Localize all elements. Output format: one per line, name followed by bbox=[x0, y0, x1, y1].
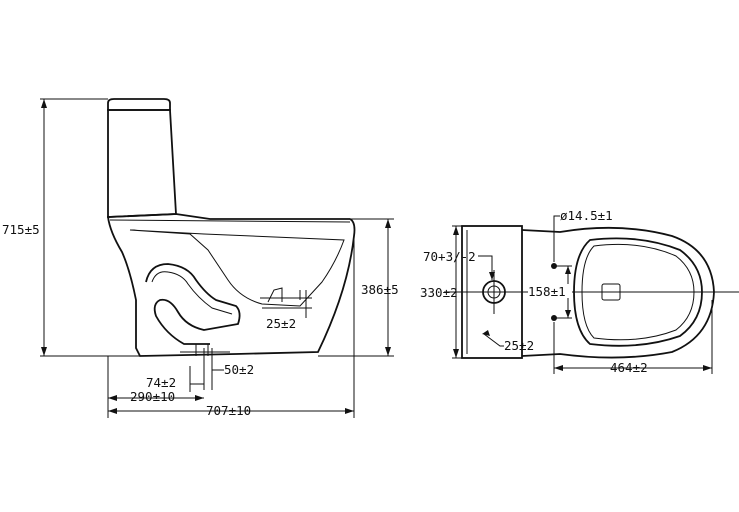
bolt-spacing-label: 158±1 bbox=[528, 284, 566, 299]
side-view: 715±5 386±5 25±2 50±2 74±2 290±10 7 bbox=[2, 98, 399, 418]
tank-outline bbox=[107, 98, 171, 111]
fitting-leader bbox=[483, 333, 504, 347]
fitting-label: 25±2 bbox=[504, 338, 534, 353]
rough-in-label: 290±10 bbox=[130, 389, 175, 404]
length-arrow-right bbox=[345, 408, 354, 414]
height-arrow-bottom bbox=[41, 347, 47, 356]
tank-hole-arrow bbox=[489, 272, 495, 280]
rim-arrow-top bbox=[385, 219, 391, 228]
rim-line bbox=[109, 219, 351, 223]
bowl-outline bbox=[106, 213, 356, 357]
bolt-diameter-label: ø14.5±1 bbox=[560, 208, 613, 223]
tankwidth-arrow-bottom bbox=[453, 349, 459, 358]
overall-height-label: 715±5 bbox=[2, 222, 40, 237]
tankwidth-arrow-top bbox=[453, 226, 459, 235]
seatlen-arrow-right bbox=[703, 365, 712, 371]
tank-body bbox=[107, 109, 177, 218]
tank-hole-label: 70+3/-2 bbox=[423, 249, 476, 264]
tank-hole-leader bbox=[478, 255, 493, 280]
length-arrow-left bbox=[108, 408, 117, 414]
bowl-inner bbox=[129, 229, 345, 307]
trapway-label: 25±2 bbox=[266, 316, 296, 331]
overall-length-label: 707±10 bbox=[206, 403, 251, 418]
inlet-offset-label: 74±2 bbox=[146, 375, 176, 390]
rim-height-label: 386±5 bbox=[361, 282, 399, 297]
spacing-arrow-bottom bbox=[565, 310, 571, 318]
spacing-arrow-top bbox=[565, 266, 571, 274]
roughin-arrow-left bbox=[108, 395, 117, 401]
bolt-leader bbox=[553, 215, 560, 262]
tank-width-label: 330±2 bbox=[420, 285, 458, 300]
trapway bbox=[145, 263, 241, 345]
rim-arrow-bottom bbox=[385, 347, 391, 356]
height-arrow-top bbox=[41, 99, 47, 108]
seatlen-arrow-left bbox=[554, 365, 563, 371]
seat-length-label: 464±2 bbox=[610, 360, 648, 375]
jet-channel bbox=[267, 287, 307, 303]
top-view: 330±2 70+3/-2 ø14.5±1 158±1 25±2 464±2 bbox=[420, 208, 739, 375]
trapway-inner bbox=[151, 271, 233, 315]
roughin-arrow-right bbox=[195, 395, 204, 401]
outlet-pipe bbox=[180, 344, 230, 356]
bolt-spacing-bg bbox=[528, 284, 572, 298]
outlet-label: 50±2 bbox=[224, 362, 254, 377]
